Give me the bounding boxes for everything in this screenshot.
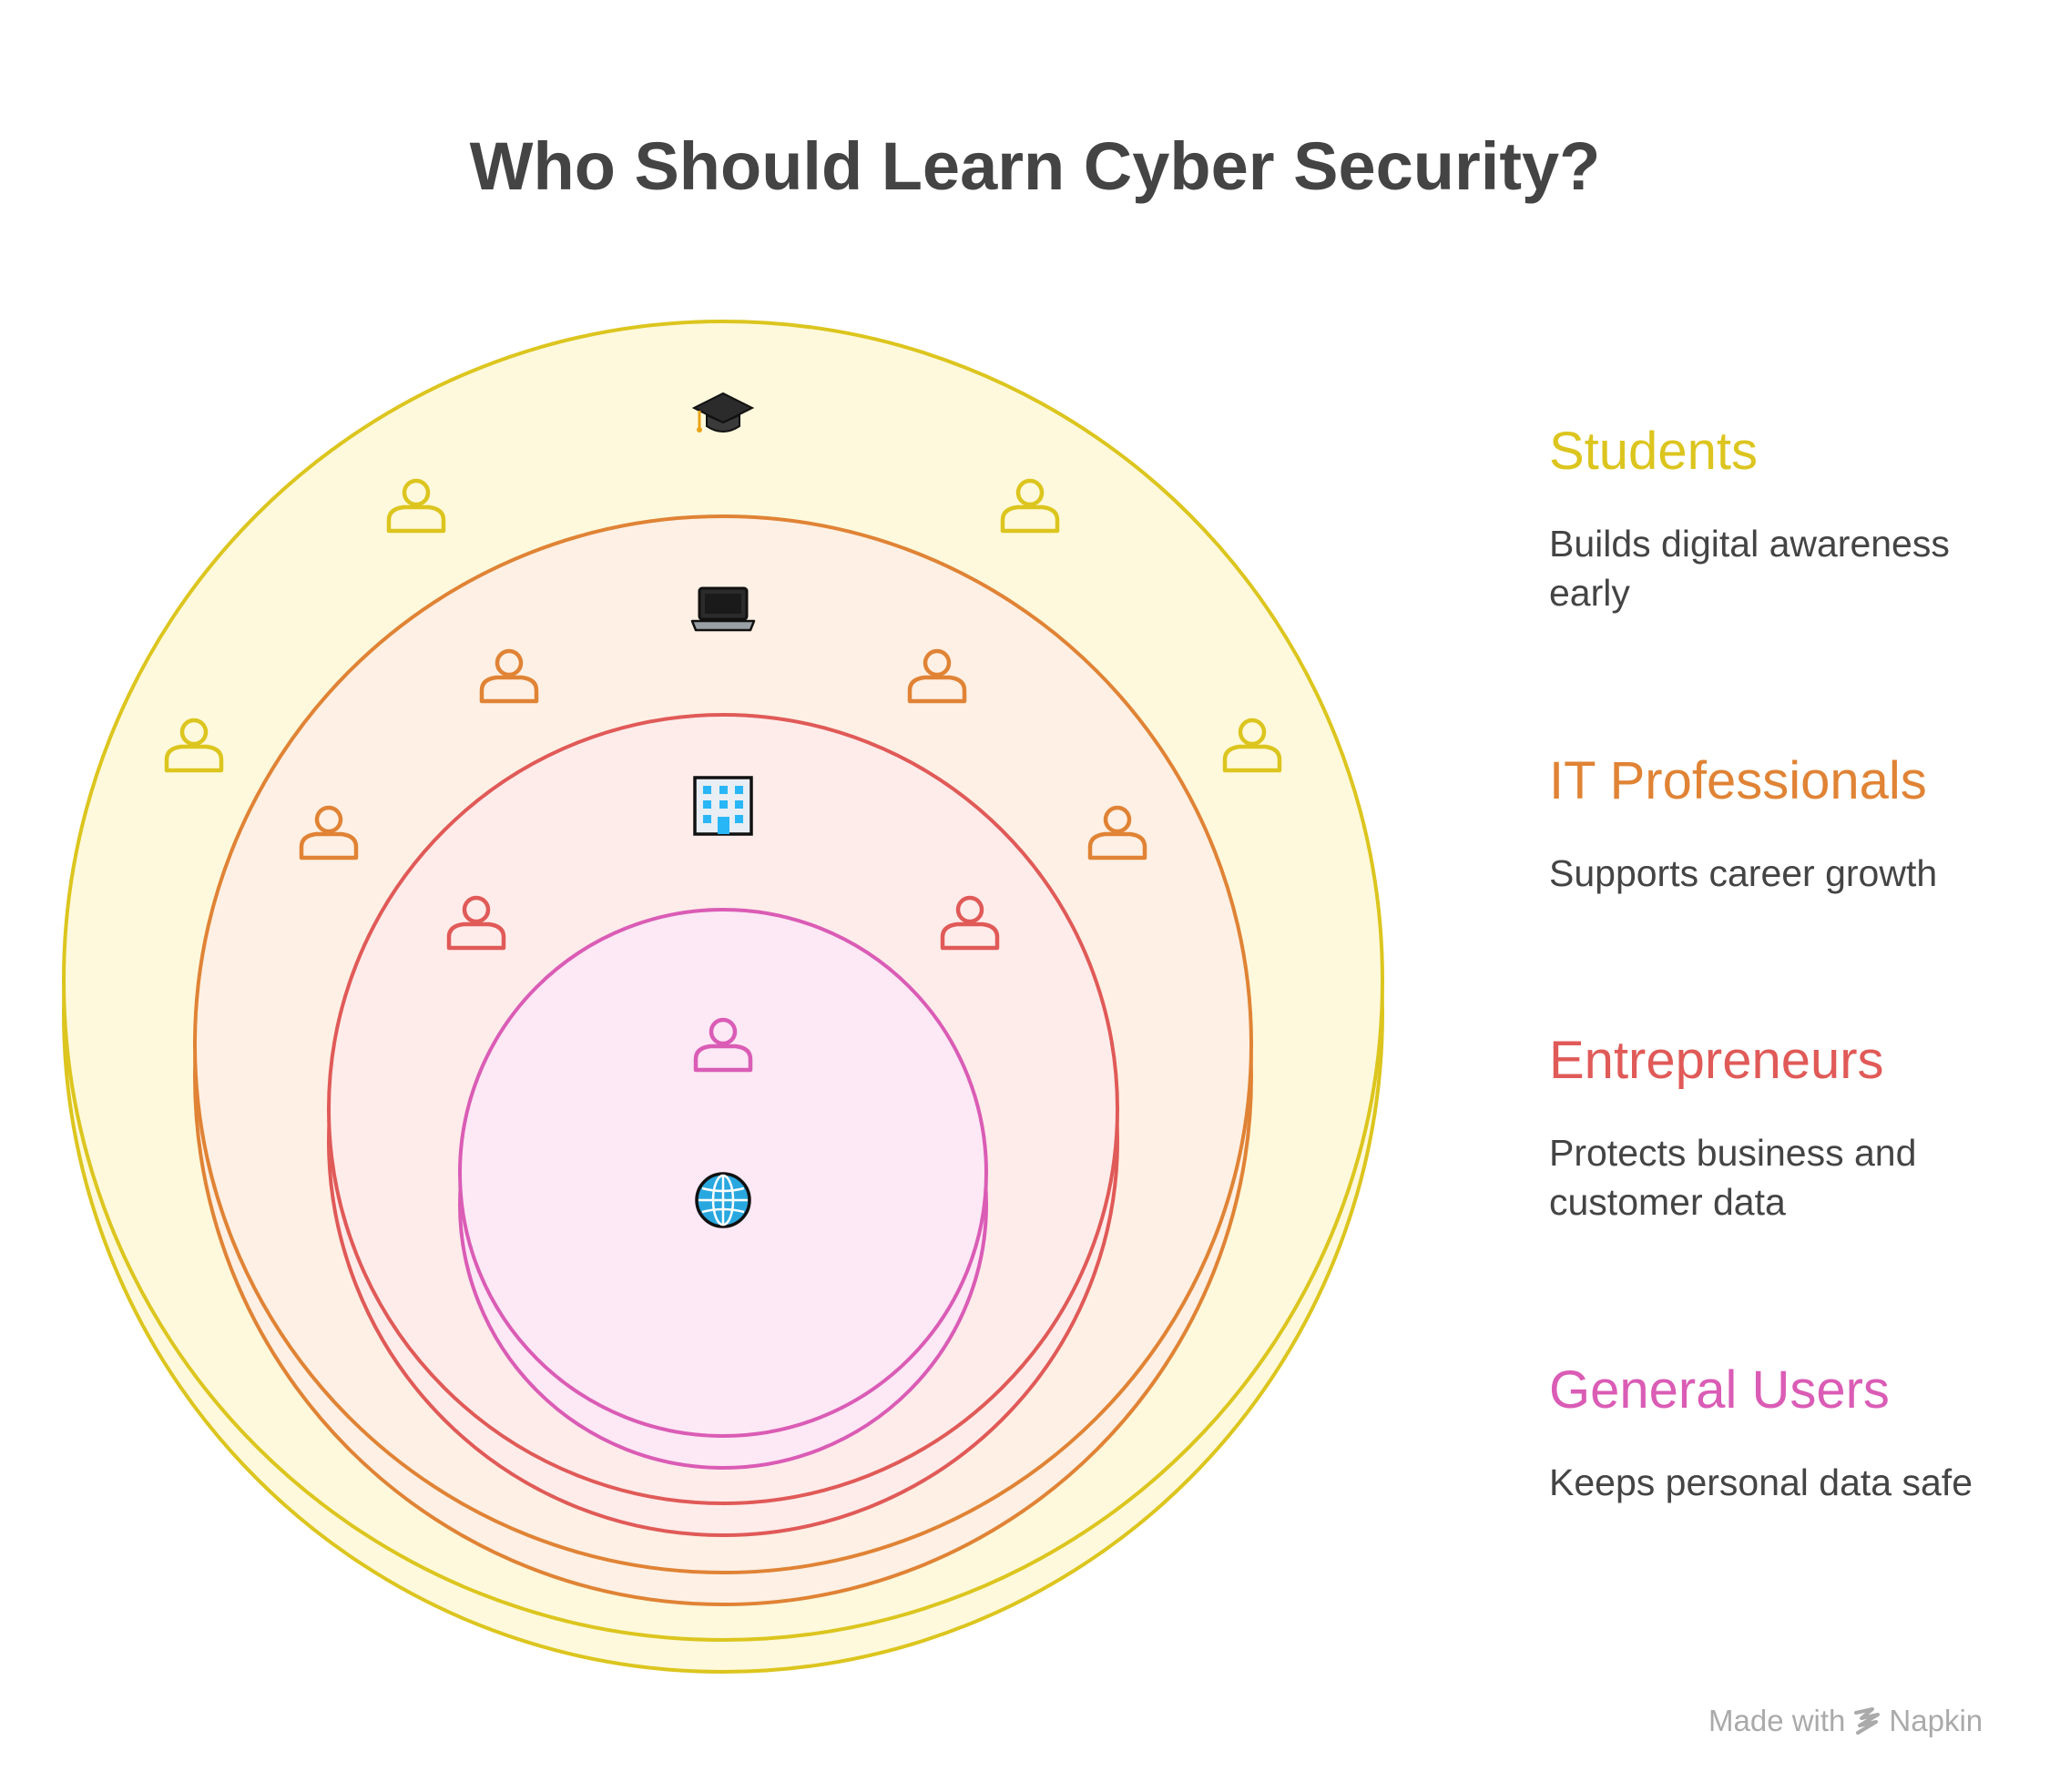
legend-desc-entrepreneurs: Protects business and customer data [1549,1132,1917,1223]
diagram-title: Who Should Learn Cyber Security? [469,128,1601,204]
legend-desc-students: Builds digital awareness early [1549,523,1950,614]
globe-icon [695,1172,751,1228]
napkin-logo-icon [1854,1707,1881,1735]
legend-title-entrepreneurs: Entrepreneurs [1549,1031,1884,1090]
concentric-circles-diagram [62,320,1384,1674]
footer-prefix: Made with [1708,1704,1846,1737]
made-with-napkin-badge[interactable]: Made with Napkin [1708,1704,1983,1738]
laptop-icon [690,586,756,632]
legend-desc-it-professionals: Supports career growth [1549,852,1938,894]
graduation-cap-icon [691,392,755,433]
legend-title-students: Students [1549,422,1758,481]
office-building-icon [693,776,753,836]
footer-brand: Napkin [1889,1704,1983,1737]
legend-title-it-professionals: IT Professionals [1549,751,1927,810]
legend-desc-general-users: Keeps personal data safe [1549,1461,1973,1503]
legend-title-general-users: General Users [1549,1360,1890,1420]
